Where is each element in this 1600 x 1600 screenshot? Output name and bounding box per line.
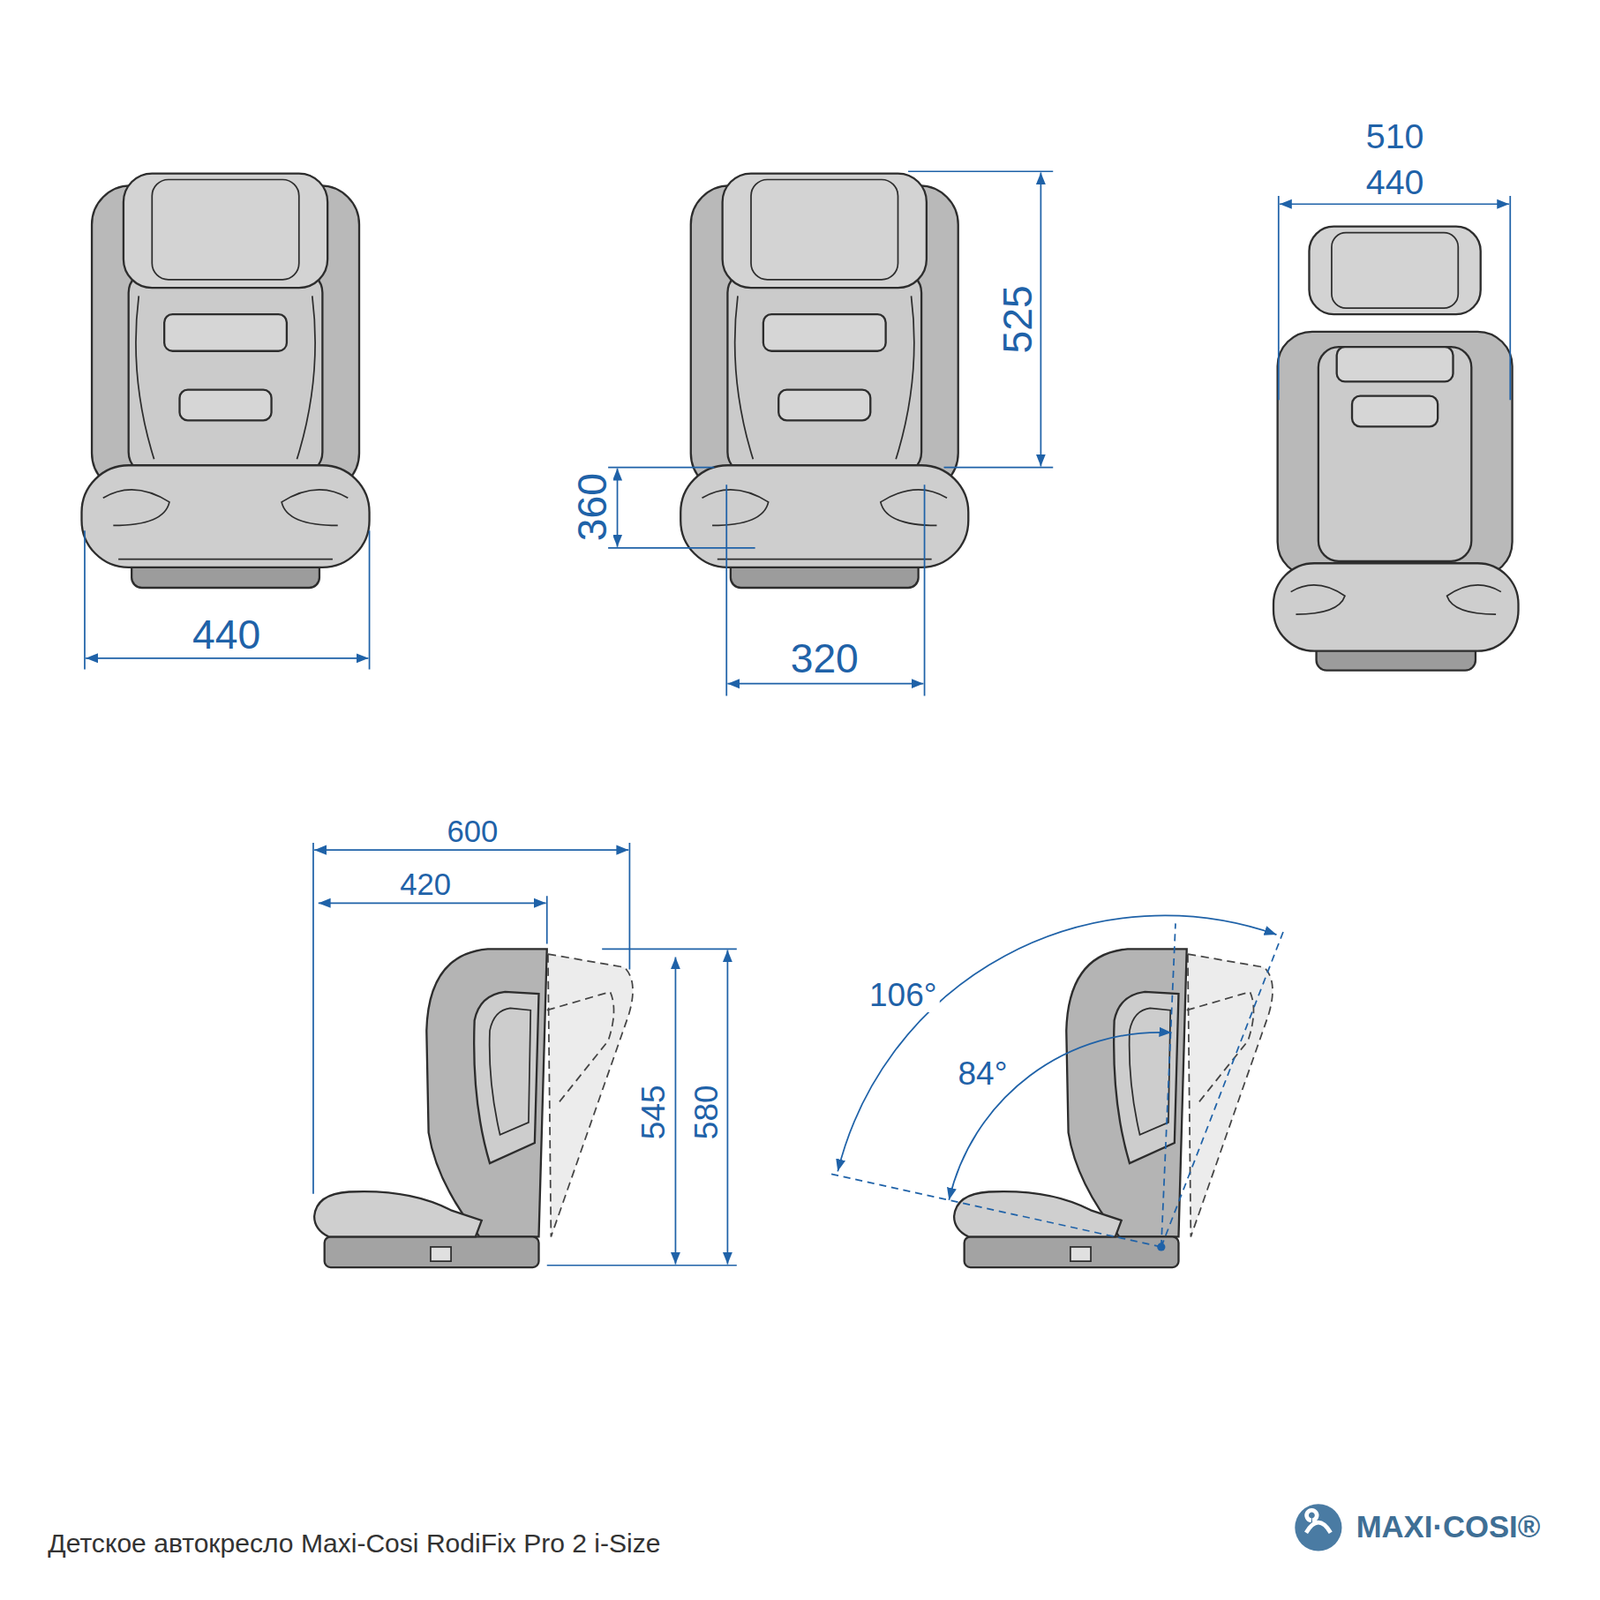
caption: Детское автокресло Maxi-Cosi RodiFix Pro… bbox=[45, 1528, 664, 1557]
dimension-label: 440 bbox=[1362, 163, 1428, 201]
dimension-label: 84° bbox=[954, 1056, 1011, 1091]
dimension-label: 440 bbox=[189, 613, 264, 657]
dimension-label: 420 bbox=[397, 868, 455, 902]
dimension-label: 320 bbox=[787, 637, 862, 681]
brand-logo: MAXI·COSI® bbox=[1352, 1510, 1544, 1544]
dimension-label: 545 bbox=[635, 1081, 670, 1143]
dimension-label: 106° bbox=[866, 977, 940, 1013]
dimension-label: 600 bbox=[443, 815, 502, 849]
dimension-label: 510 bbox=[1362, 117, 1428, 155]
dimension-label: 580 bbox=[688, 1081, 723, 1143]
dimension-label: 525 bbox=[996, 282, 1040, 357]
dimension-label: 360 bbox=[570, 470, 614, 545]
